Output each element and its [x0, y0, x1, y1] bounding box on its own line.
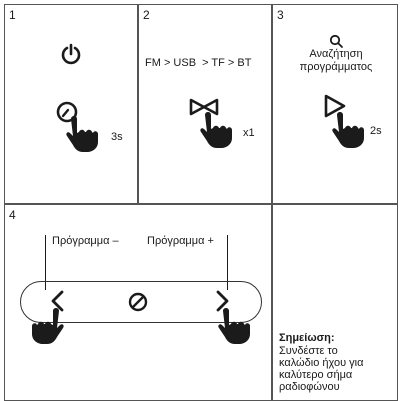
control-bar [20, 281, 262, 323]
hold-duration: 3s [111, 131, 123, 143]
step-3-panel: 3 Αναζήτηση προγράμματος 2s [272, 4, 398, 204]
tap-hand-icon [218, 308, 250, 344]
step-number: 1 [9, 8, 16, 22]
power-button-icon[interactable] [55, 100, 79, 124]
step-number: 4 [9, 208, 16, 222]
mode-switch-icon[interactable] [189, 97, 219, 117]
play-icon[interactable] [323, 93, 347, 119]
tap-hand-icon [200, 112, 232, 148]
note-title: Σημείωση: [279, 332, 335, 344]
step-number: 2 [143, 8, 150, 22]
program-plus-label: Πρόγραμμα + [147, 235, 214, 247]
tap-hand-icon [66, 116, 98, 152]
leader-line-minus [45, 235, 46, 290]
search-icon [329, 34, 343, 48]
note-panel: Σημείωση: Συνδέστε το καλώδιο ήχου για κ… [272, 204, 398, 401]
stop-icon[interactable] [127, 291, 149, 313]
power-icon [61, 43, 81, 65]
press-count: x1 [243, 127, 255, 139]
leader-line-plus [227, 235, 228, 290]
step-4-panel: 4 Πρόγραμμα – Πρόγραμμα + [4, 204, 272, 401]
step-number: 3 [277, 8, 284, 22]
search-label: Αναζήτηση προγράμματος [299, 48, 373, 73]
mode-sequence: FM > USB > TF > BT [145, 57, 252, 69]
hold-duration: 2s [370, 125, 382, 137]
tap-hand-icon [332, 112, 364, 148]
step-2-panel: 2 FM > USB > TF > BT x1 [138, 4, 272, 204]
chevron-left-icon[interactable] [49, 289, 65, 313]
step-1-panel: 1 3s [4, 4, 138, 204]
note-body: Συνδέστε το καλώδιο ήχου για καλύτερο σή… [279, 345, 364, 393]
tap-hand-icon [32, 308, 64, 344]
chevron-right-icon[interactable] [215, 289, 231, 313]
program-minus-label: Πρόγραμμα – [52, 235, 119, 247]
